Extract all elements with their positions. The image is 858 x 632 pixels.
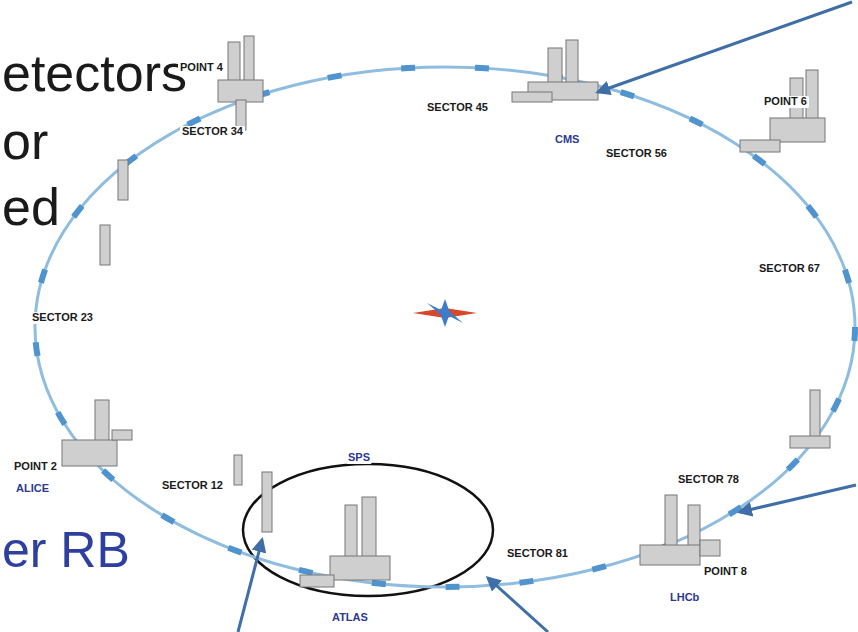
map-label: SECTOR 23 — [30, 312, 95, 324]
map-label: LHCb — [668, 592, 701, 604]
ring-magnets — [35, 67, 855, 587]
map-label: SECTOR 12 — [160, 480, 225, 492]
map-label: POINT 4 — [178, 62, 225, 74]
map-label: SECTOR 67 — [757, 263, 822, 275]
map-label: SECTOR 78 — [676, 474, 741, 486]
slide-text: ed — [2, 180, 60, 235]
sps-ring — [243, 464, 493, 596]
map-label: ATLAS — [330, 612, 370, 624]
map-label: SECTOR 45 — [425, 102, 490, 114]
map-label: SECTOR 34 — [180, 126, 245, 138]
callout-arrows — [238, 2, 856, 632]
map-label: ALICE — [14, 483, 51, 495]
map-label: SPS — [346, 452, 372, 464]
map-label: POINT 8 — [702, 566, 749, 578]
compass-rose — [413, 299, 477, 327]
lhc-ring — [35, 67, 855, 587]
slide-text: er RB — [2, 524, 130, 577]
map-label: SECTOR 56 — [604, 148, 669, 160]
map-label: POINT 6 — [762, 96, 809, 108]
map-label: SECTOR 81 — [505, 548, 570, 560]
map-label: CMS — [553, 134, 581, 146]
surface-buildings — [62, 36, 830, 587]
map-label: POINT 2 — [12, 461, 59, 473]
slide-text: or — [2, 114, 48, 169]
slide-text: etectors — [2, 46, 187, 101]
